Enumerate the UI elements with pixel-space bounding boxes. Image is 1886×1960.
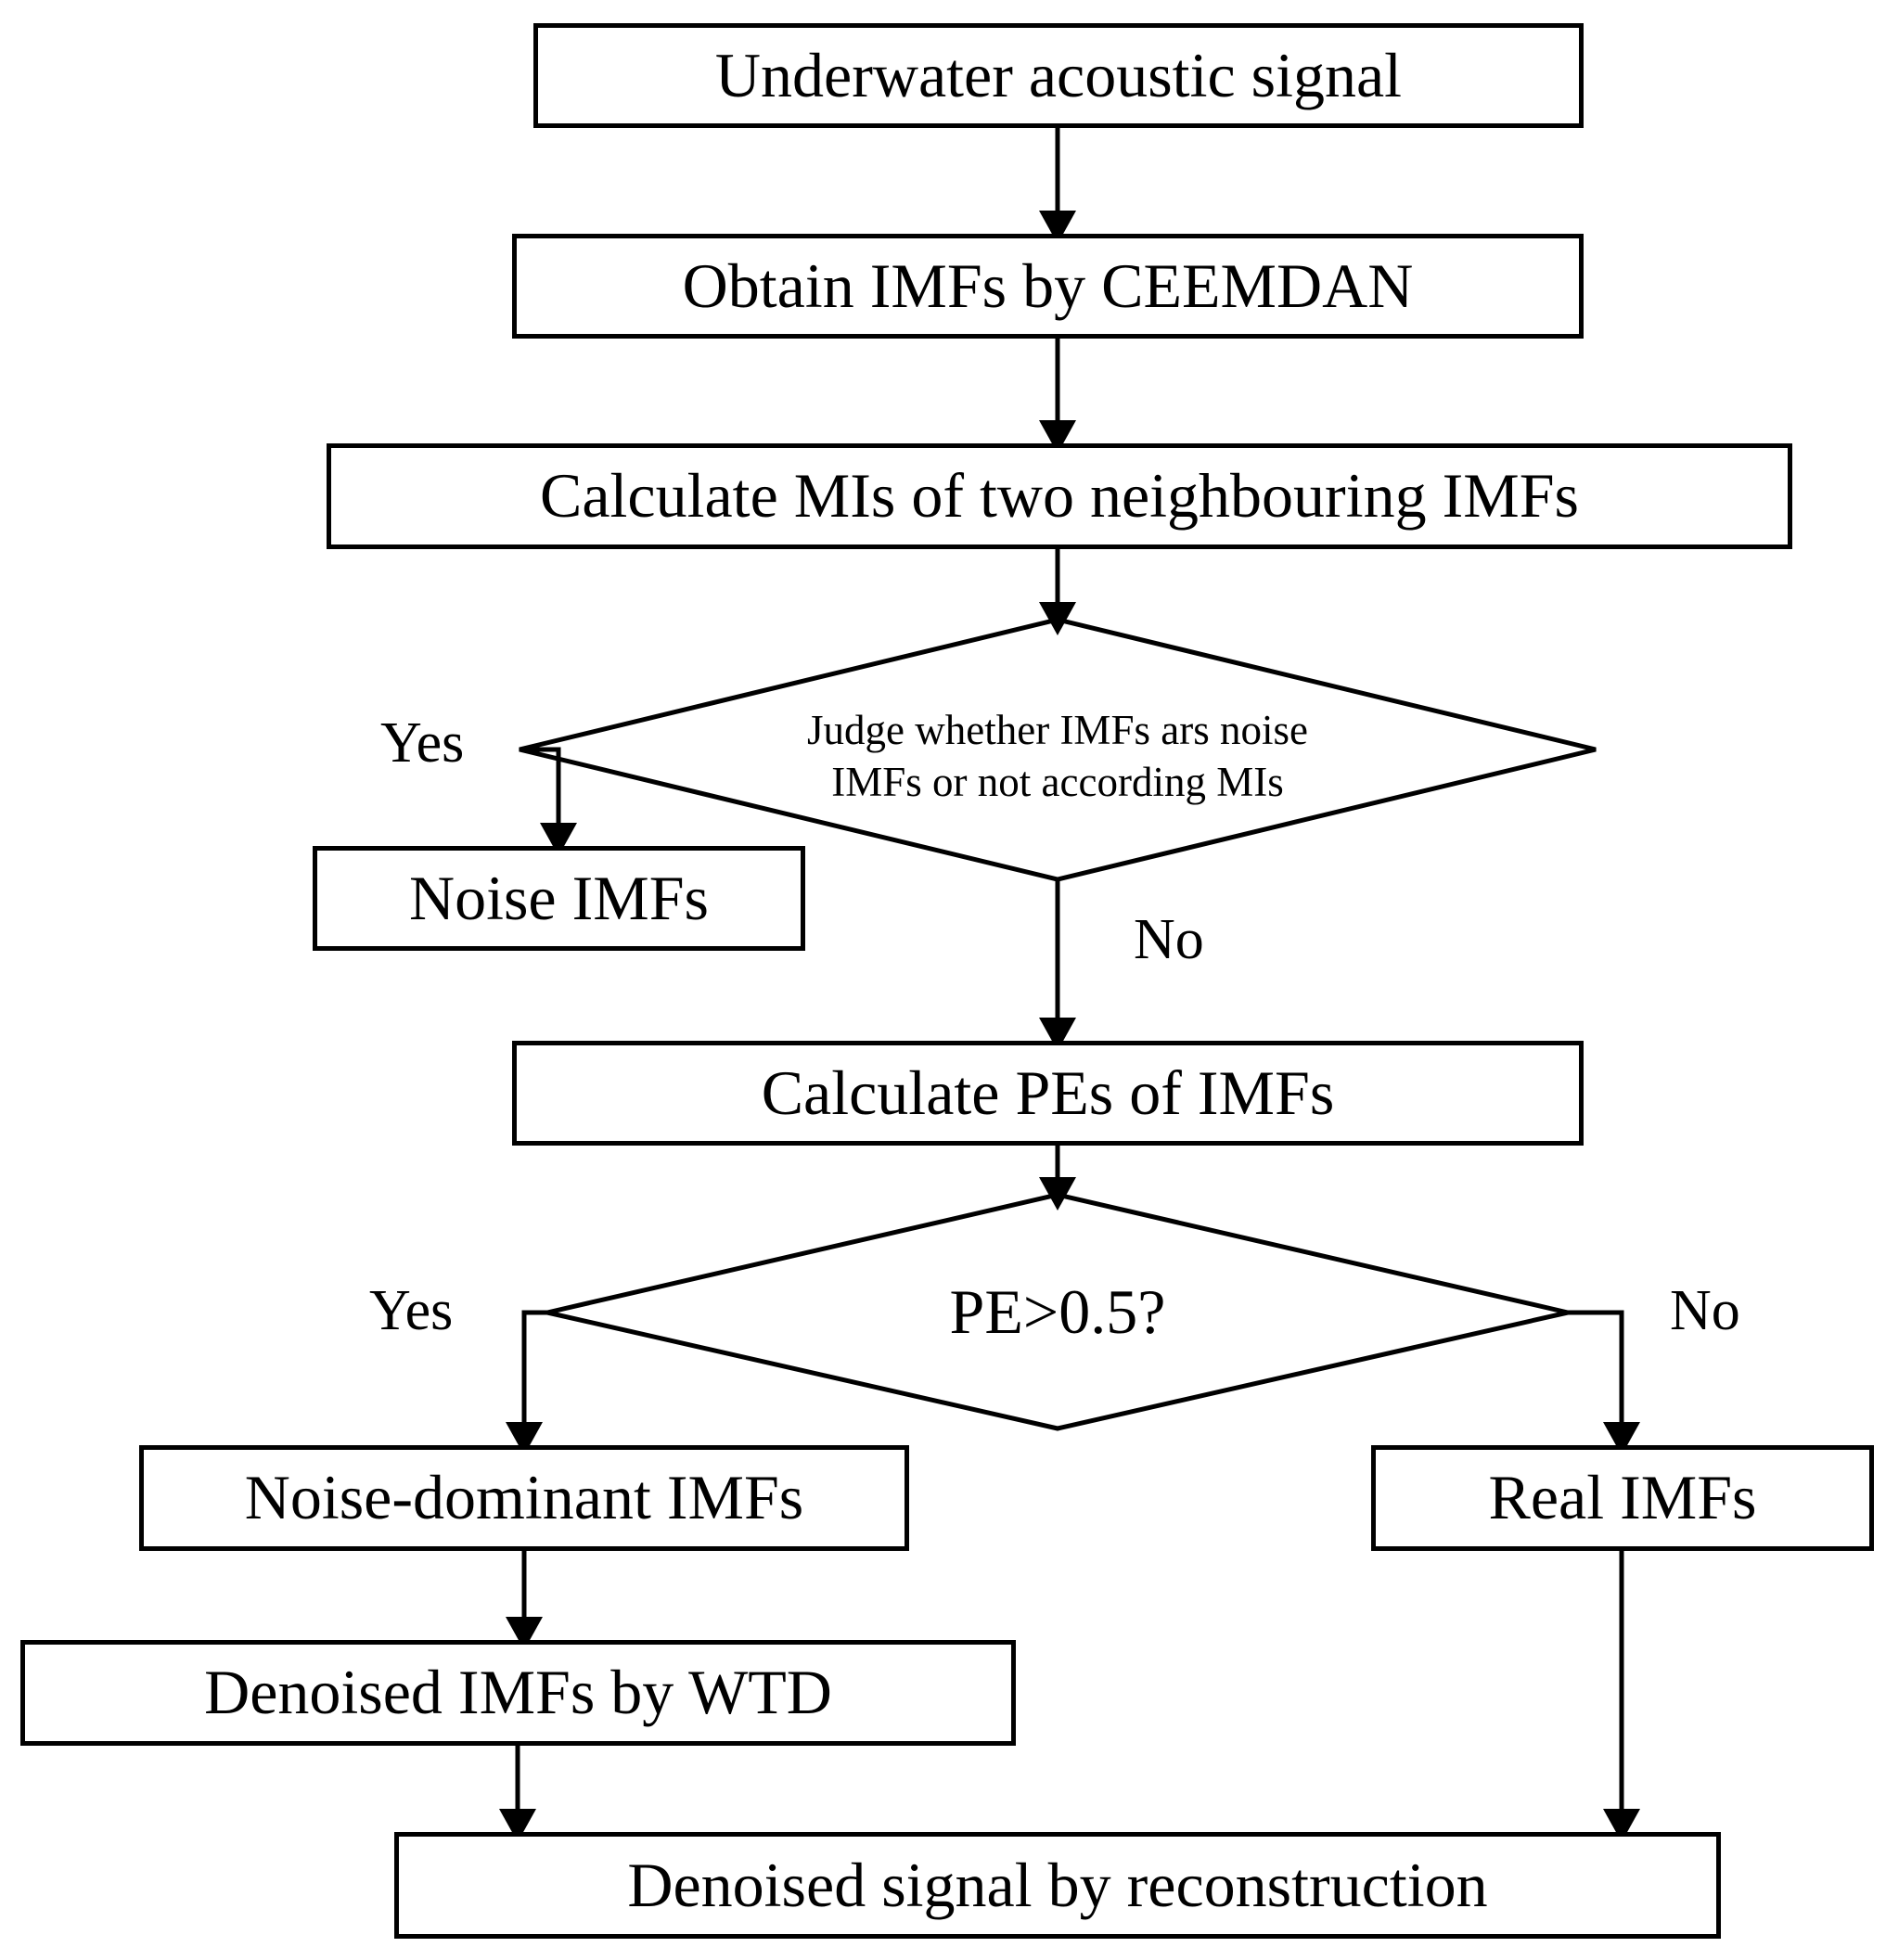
node-start-signal[interactable]: Underwater acoustic signal bbox=[533, 23, 1584, 128]
node-calculate-mis[interactable]: Calculate MIs of two neighbouring IMFs bbox=[327, 443, 1792, 549]
node-calculate-mis-label: Calculate MIs of two neighbouring IMFs bbox=[540, 460, 1579, 532]
node-noise-imfs[interactable]: Noise IMFs bbox=[313, 846, 805, 951]
node-noise-imfs-label: Noise IMFs bbox=[408, 862, 710, 933]
node-real-imfs[interactable]: Real IMFs bbox=[1371, 1445, 1874, 1551]
node-calculate-pes[interactable]: Calculate PEs of IMFs bbox=[512, 1041, 1584, 1146]
edge-label-judge-yes: Yes bbox=[380, 711, 465, 775]
edge-pe-no-to-real-imfs bbox=[1568, 1310, 1640, 1455]
edge-label-judge-no: No bbox=[1134, 908, 1204, 971]
edge-judge-yes-to-noise-imfs bbox=[520, 747, 577, 856]
node-calculate-pes-label: Calculate PEs of IMFs bbox=[761, 1057, 1335, 1128]
node-obtain-imfs-label: Obtain IMFs by CEEMDAN bbox=[682, 250, 1414, 321]
node-noise-dominant-imfs-label: Noise-dominant IMFs bbox=[244, 1462, 804, 1533]
node-judge-noise-label-line2: IMFs or not according MIs bbox=[831, 759, 1284, 805]
node-noise-dominant-imfs[interactable]: Noise-dominant IMFs bbox=[139, 1445, 909, 1551]
edge-label-pe-no: No bbox=[1670, 1279, 1740, 1342]
edge-label-pe-yes: Yes bbox=[369, 1279, 454, 1342]
edge-pe-yes-to-noise-dominant bbox=[506, 1310, 547, 1455]
node-real-imfs-label: Real IMFs bbox=[1488, 1462, 1757, 1533]
node-denoised-signal[interactable]: Denoised signal by reconstruction bbox=[394, 1832, 1721, 1939]
node-pe-threshold-label: PE>0.5? bbox=[949, 1276, 1166, 1347]
node-start-signal-label: Underwater acoustic signal bbox=[714, 39, 1403, 110]
node-obtain-imfs[interactable]: Obtain IMFs by CEEMDAN bbox=[512, 234, 1584, 339]
node-judge-noise-label-line1: Judge whether IMFs ars noise bbox=[807, 707, 1308, 753]
node-denoised-imfs-wtd-label: Denoised IMFs by WTD bbox=[204, 1657, 832, 1728]
node-denoised-signal-label: Denoised signal by reconstruction bbox=[627, 1849, 1488, 1920]
node-denoised-imfs-wtd[interactable]: Denoised IMFs by WTD bbox=[20, 1640, 1016, 1746]
